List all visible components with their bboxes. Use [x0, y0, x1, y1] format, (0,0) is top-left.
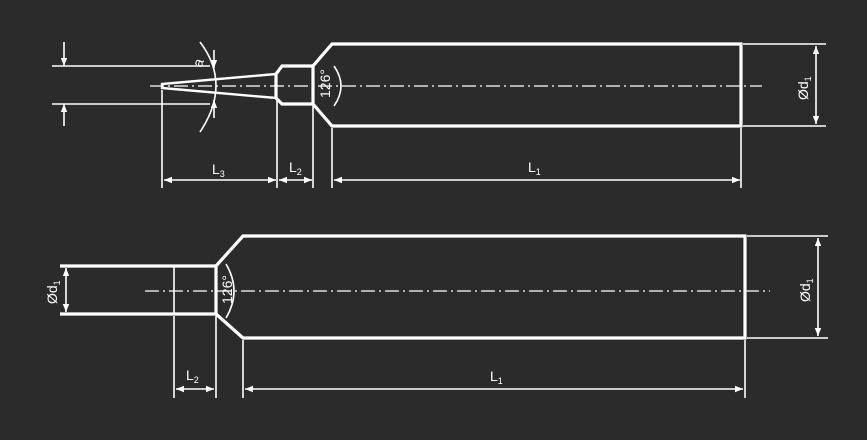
bottom-d1-label: Ød1	[797, 278, 815, 302]
top-d1-label: Ød1	[795, 76, 813, 100]
bottom-d-label: Ød1	[44, 280, 62, 304]
bottom-chamfer-arc	[225, 263, 235, 319]
bottom-chamfer-angle-label: 126°	[219, 275, 235, 304]
top-angle-a-label: a	[189, 56, 207, 69]
top-chamfer-angle-label: 126°	[317, 69, 333, 98]
bottom-tool-outline	[214, 234, 747, 340]
bottom-dim-L1-label: L1	[490, 368, 503, 386]
top-angle-a-arc	[199, 41, 217, 133]
top-chamfer-arc	[333, 65, 342, 107]
bottom-shank	[60, 264, 216, 316]
top-dim-L1-label: L1	[528, 159, 541, 177]
bottom-dim-L2-label: L2	[186, 367, 199, 385]
top-dim-L3-label: L3	[212, 161, 225, 179]
top-tool-outline	[311, 42, 743, 128]
top-neck	[274, 64, 313, 106]
top-view: a 126° L3 L2 L1 Ød1	[52, 41, 826, 188]
bottom-view: Ød1 126° L2 L1 Ød1	[44, 234, 828, 398]
top-dim-L2-label: L2	[289, 159, 302, 177]
